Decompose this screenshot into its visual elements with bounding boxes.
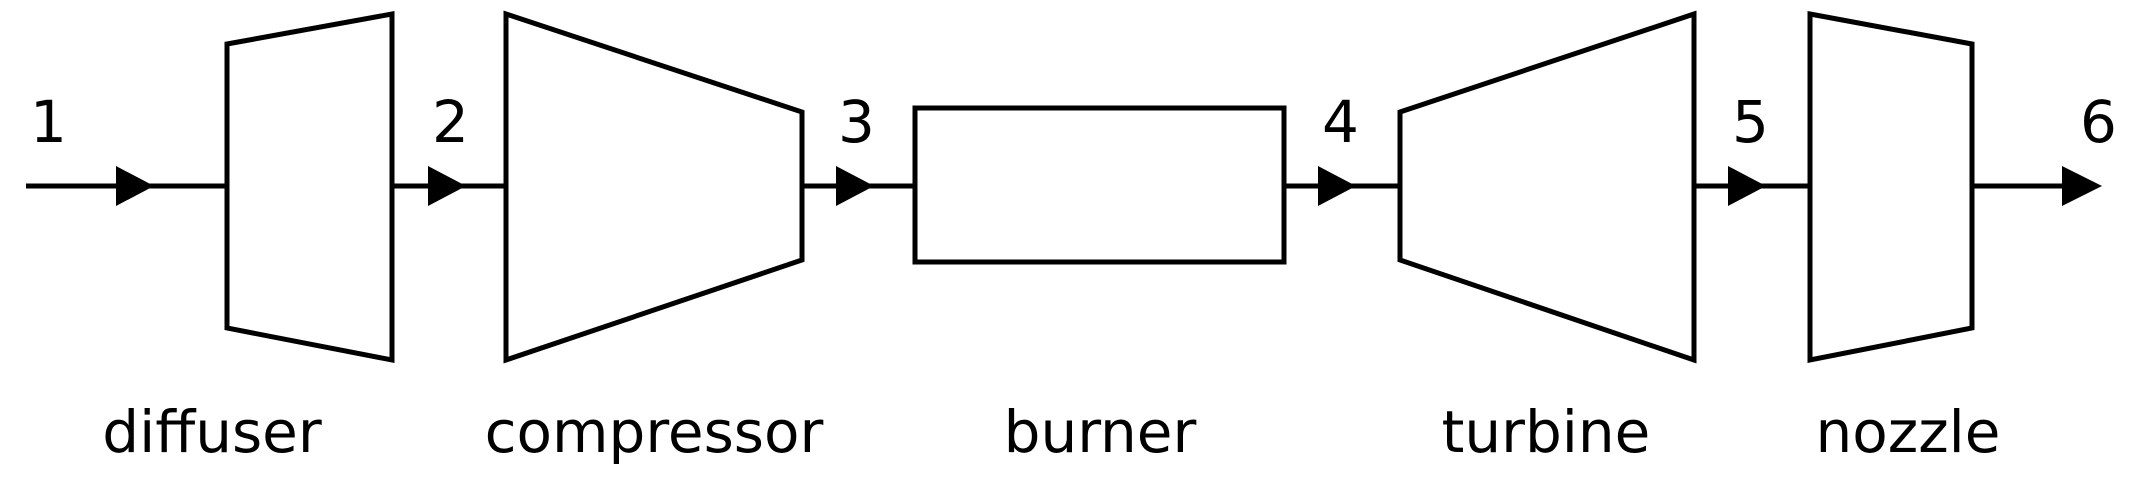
flow-arrow-3 [836,166,874,206]
diffuser-label: diffuser [102,398,322,466]
flow-arrow-6 [2062,166,2102,206]
station-label-3: 3 [838,88,875,156]
compressor-shape [503,10,805,364]
flow-arrow-2 [428,166,466,206]
station-label-6: 6 [2080,88,2117,156]
station-label-4: 4 [1322,88,1359,156]
flow-arrow-1 [116,166,154,206]
burner-label: burner [1004,398,1197,466]
diffuser-shape [224,11,395,364]
station-label-1: 1 [30,88,67,156]
flow-arrow-4 [1318,166,1356,206]
flow-arrow-5 [1728,166,1766,206]
burner-shape [912,105,1287,265]
station-label-2: 2 [432,88,469,156]
station-label-5: 5 [1732,88,1769,156]
nozzle-shape [1807,10,1975,364]
turbine-shape [1397,10,1697,364]
compressor-label: compressor [485,398,824,466]
turbine-label: turbine [1442,398,1651,466]
nozzle-label: nozzle [1816,398,2001,466]
